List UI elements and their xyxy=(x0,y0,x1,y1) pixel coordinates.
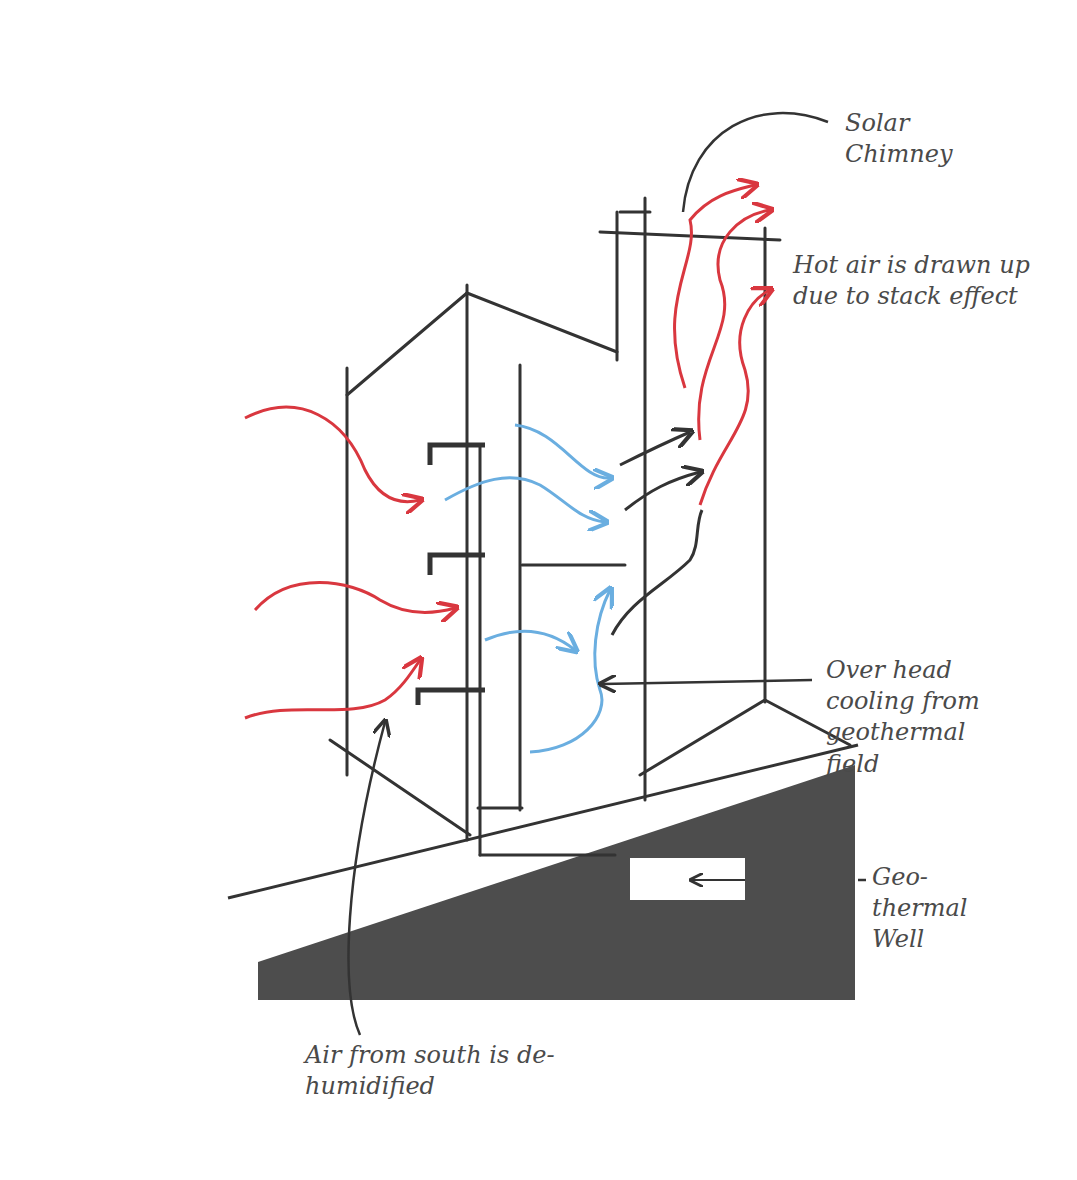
ground-line xyxy=(228,745,858,898)
annotation-label: Air from south is de-humidified xyxy=(305,1040,605,1102)
annotation-label: Over head cooling from geothermal field xyxy=(826,655,1026,780)
building-frame xyxy=(330,198,850,855)
annotation-label: Geo- thermal Well xyxy=(872,862,1002,956)
annotation-label: Solar Chimney xyxy=(845,108,995,170)
hot-air-arrows xyxy=(245,185,770,718)
exhaust-arrows xyxy=(612,432,702,635)
leader-lines xyxy=(349,113,866,1035)
well-arrow xyxy=(692,879,745,881)
annotation-label: Hot air is drawn up due to stack effect xyxy=(793,250,1033,312)
geothermal-well xyxy=(630,858,745,900)
cool-air-arrows xyxy=(445,425,610,752)
